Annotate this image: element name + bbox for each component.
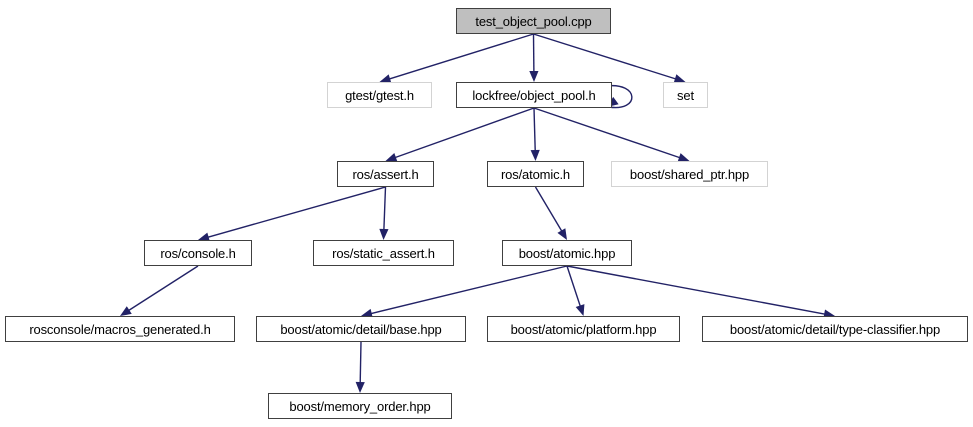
graph-edge-ros-assert-h-to-ros-static-assert-h-arrowhead [379,228,389,240]
graph-node-ros-assert-h[interactable]: ros/assert.h [337,161,434,187]
graph-edge-ros-atomic-h-to-boost-atomic-hpp-arrowhead [557,228,567,240]
graph-node-boost-atomic-platform-hpp[interactable]: boost/atomic/platform.hpp [487,316,680,342]
graph-edge-lockfree-object-pool-h-to-lockfree-object-pool-h [605,85,633,109]
graph-node-boost-memory-order-hpp[interactable]: boost/memory_order.hpp [268,393,452,419]
graph-node-gtest-gtest-h[interactable]: gtest/gtest.h [327,82,432,108]
graph-edge-ros-console-h-to-rosconsole-macros-generated-h [128,265,199,312]
graph-edge-boost-atomic-hpp-to-boost-atomic-detail-base-hpp-arrowhead [361,308,373,318]
graph-edge-ros-assert-h-to-ros-static-assert-h [383,186,387,231]
graph-node-label: test_object_pool.cpp [475,13,592,29]
graph-edge-lockfree-object-pool-h-to-ros-atomic-h-arrowhead [530,149,540,161]
graph-edge-test-object-pool-cpp-to-gtest-gtest-h-arrowhead [379,74,392,84]
graph-edge-lockfree-object-pool-h-to-boost-shared-ptr-hpp [533,107,681,159]
graph-node-label: ros/atomic.h [500,166,570,182]
graph-node-label: rosconsole/macros_generated.h [29,321,211,337]
graph-edge-boost-atomic-detail-base-hpp-to-boost-memory-order-hpp [359,341,362,384]
graph-node-boost-atomic-hpp[interactable]: boost/atomic.hpp [502,240,632,266]
graph-node-ros-atomic-h[interactable]: ros/atomic.h [487,161,584,187]
graph-node-label: boost/shared_ptr.hpp [629,166,750,182]
graph-node-label: set [677,87,694,103]
graph-edge-lockfree-object-pool-h-to-ros-assert-h-arrowhead [385,152,398,162]
graph-node-label: gtest/gtest.h [345,87,414,103]
graph-node-label: boost/atomic/detail/base.hpp [280,321,442,337]
graph-node-ros-static-assert-h[interactable]: ros/static_assert.h [313,240,454,266]
graph-edge-boost-atomic-hpp-to-boost-atomic-platform-hpp [566,265,582,307]
graph-node-label: lockfree/object_pool.h [472,87,596,103]
graph-edge-test-object-pool-cpp-to-set-arrowhead [673,74,686,84]
graph-node-label: boost/atomic/detail/type-classifier.hpp [729,321,941,337]
graph-edge-ros-assert-h-to-ros-console-h-arrowhead [198,232,210,242]
graph-edge-test-object-pool-cpp-to-lockfree-object-pool-h-arrowhead [529,70,539,82]
graph-edge-lockfree-object-pool-h-to-ros-assert-h [394,107,535,159]
graph-node-set[interactable]: set [663,82,708,108]
graph-edge-boost-atomic-hpp-to-boost-atomic-detail-base-hpp [370,265,568,315]
graph-edge-boost-atomic-hpp-to-boost-atomic-detail-type-classifier-hpp [566,265,826,315]
graph-node-label: boost/memory_order.hpp [289,398,431,414]
graph-edge-boost-atomic-hpp-to-boost-atomic-platform-hpp-arrowhead [575,304,585,316]
graph-node-label: boost/atomic/platform.hpp [510,321,657,337]
graph-edge-ros-assert-h-to-ros-console-h [207,186,386,238]
graph-node-rosconsole-macros-generated-h[interactable]: rosconsole/macros_generated.h [5,316,235,342]
graph-node-boost-atomic-detail-type-classifier-hpp[interactable]: boost/atomic/detail/type-classifier.hpp [702,316,968,342]
graph-edge-ros-atomic-h-to-boost-atomic-hpp [534,186,563,232]
graph-edge-lockfree-object-pool-h-to-boost-shared-ptr-hpp-arrowhead [677,153,690,162]
graph-node-label: boost/atomic.hpp [518,245,616,261]
graph-edge-lockfree-object-pool-h-to-ros-atomic-h [533,107,536,152]
graph-edge-test-object-pool-cpp-to-gtest-gtest-h [388,33,534,80]
graph-node-lockfree-object-pool-h[interactable]: lockfree/object_pool.h [456,82,612,108]
graph-node-boost-shared-ptr-hpp[interactable]: boost/shared_ptr.hpp [611,161,768,187]
graph-edge-boost-atomic-detail-base-hpp-to-boost-memory-order-hpp-arrowhead [355,381,365,393]
graph-node-label: ros/static_assert.h [332,245,435,261]
graph-node-ros-console-h[interactable]: ros/console.h [144,240,252,266]
graph-node-boost-atomic-detail-base-hpp[interactable]: boost/atomic/detail/base.hpp [256,316,466,342]
graph-edge-ros-console-h-to-rosconsole-macros-generated-h-arrowhead [120,306,132,316]
graph-edge-test-object-pool-cpp-to-set [533,33,677,80]
graph-node-label: ros/assert.h [352,166,419,182]
graph-node-label: ros/console.h [160,245,236,261]
graph-node-test-object-pool-cpp[interactable]: test_object_pool.cpp [456,8,611,34]
